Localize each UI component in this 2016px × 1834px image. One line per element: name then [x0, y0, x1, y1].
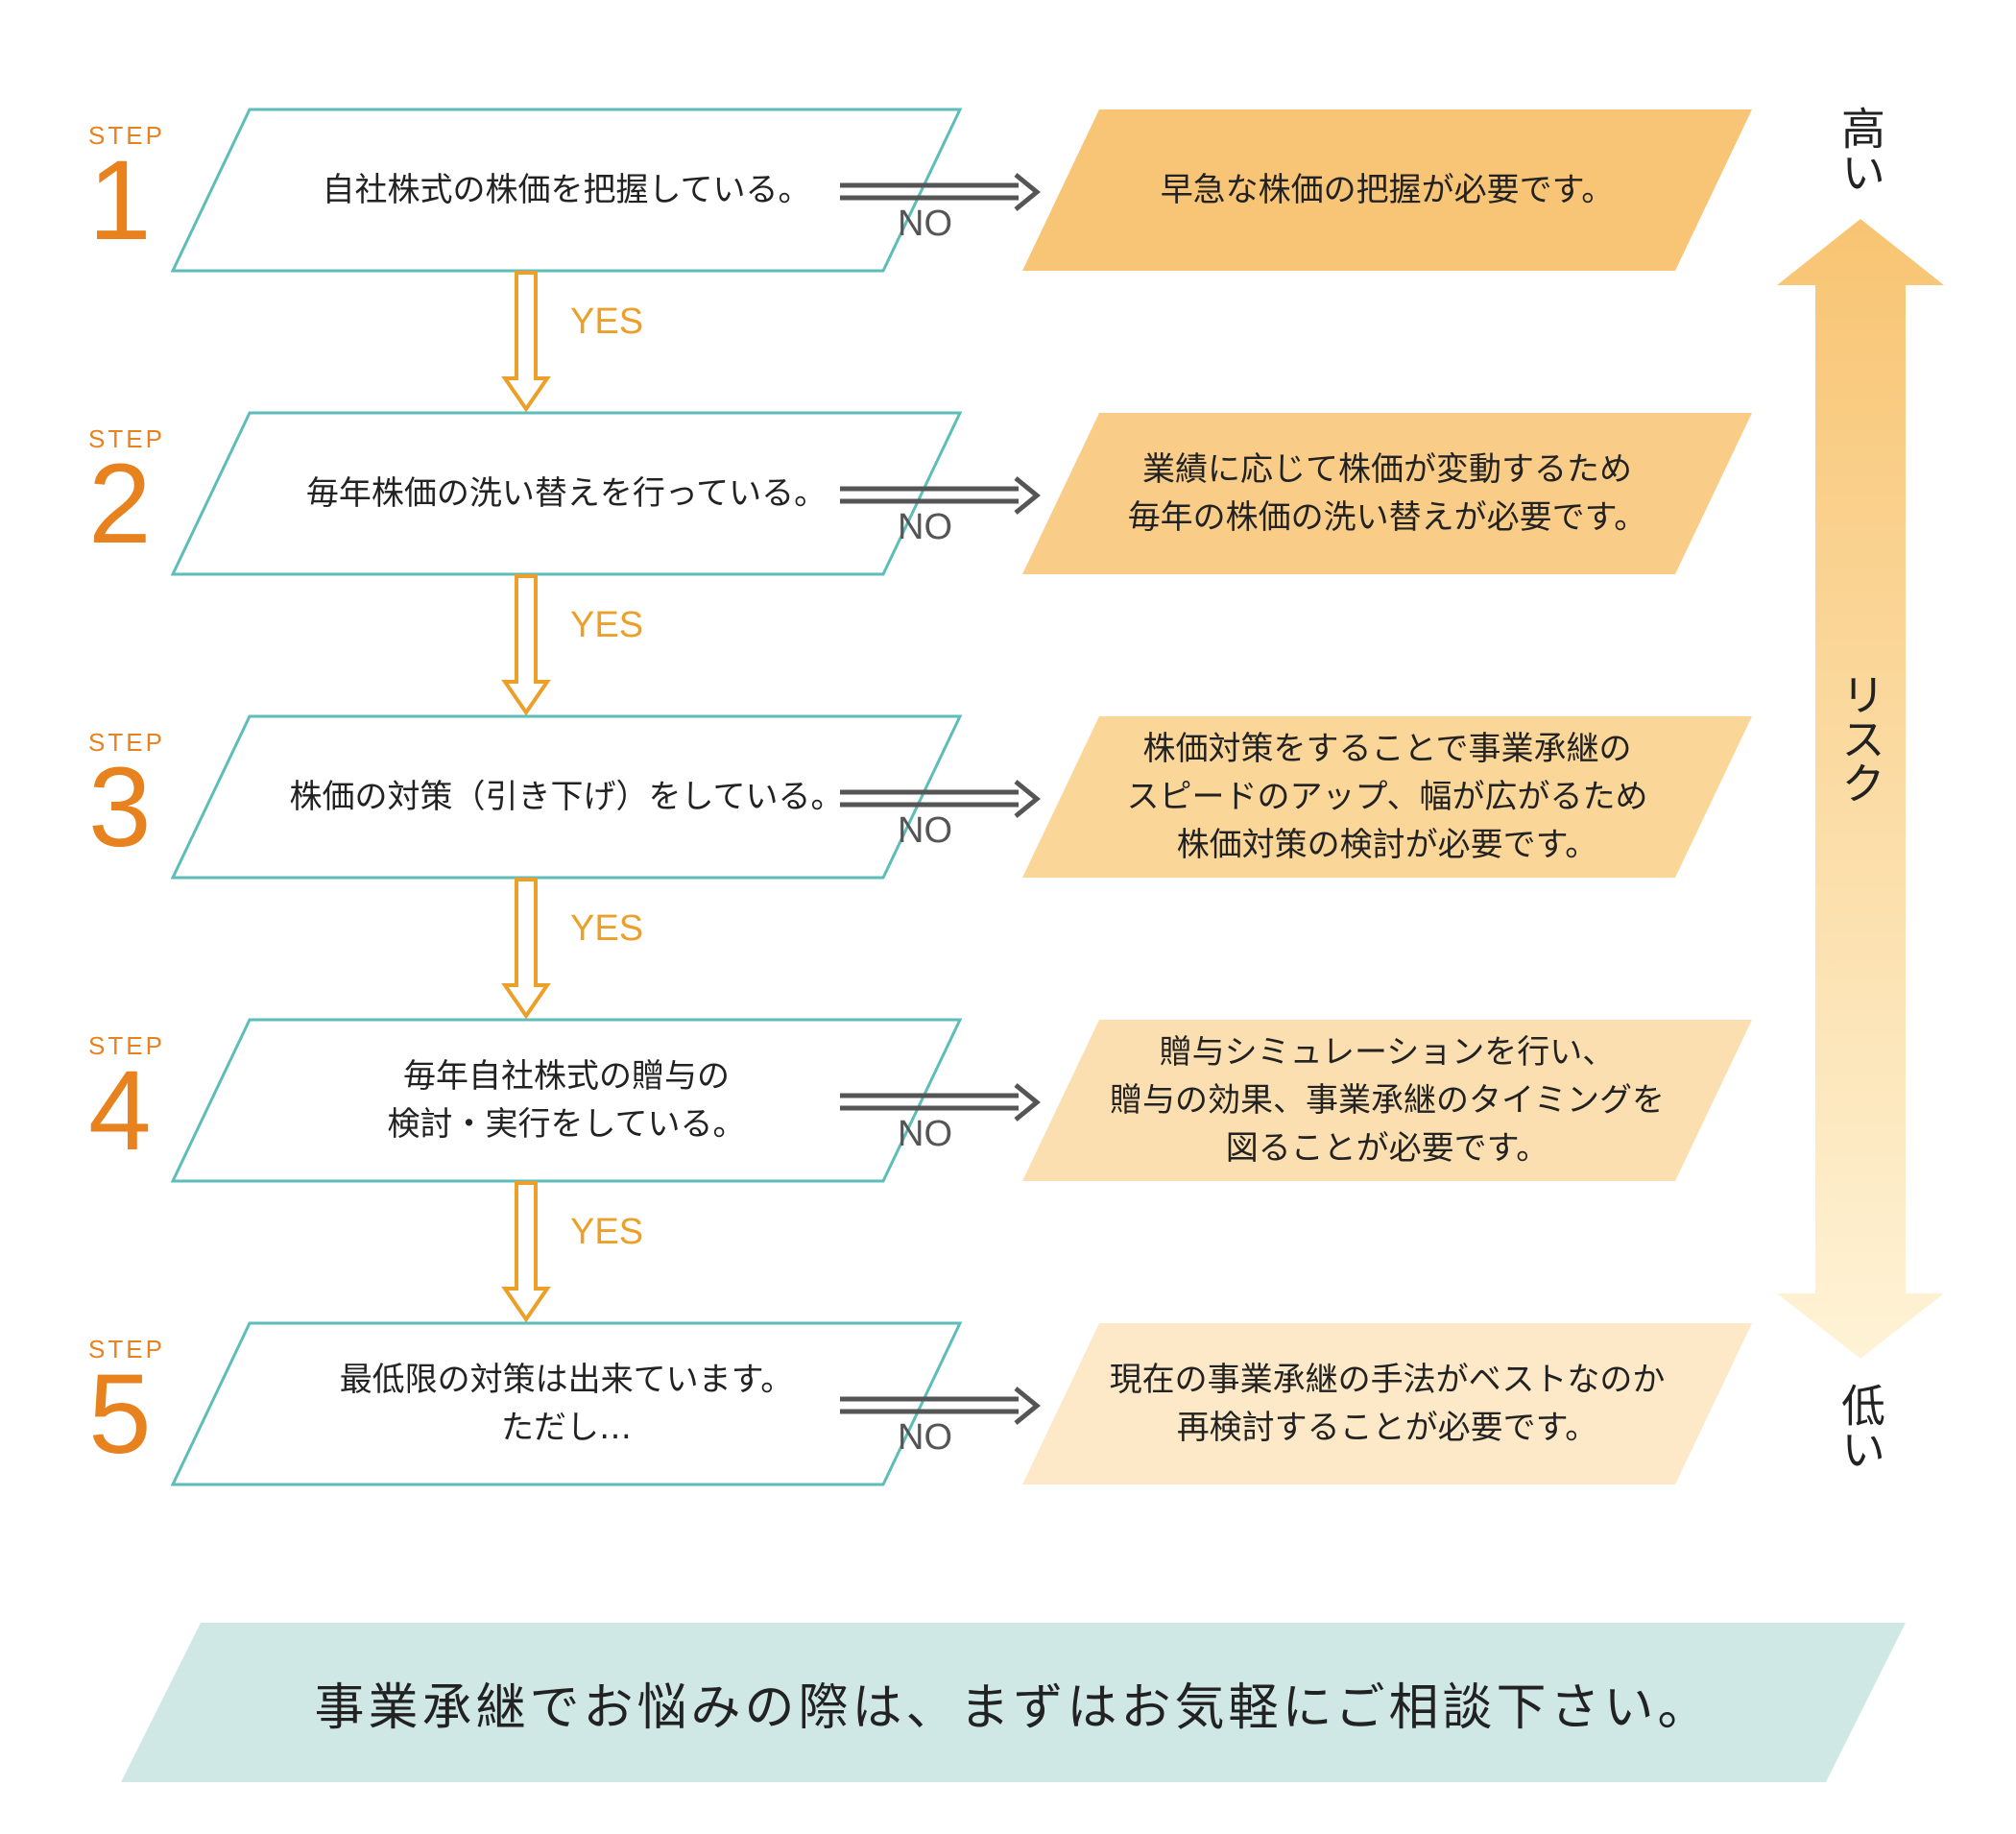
no-label: NO: [898, 810, 952, 851]
no-arrow-head: [1014, 780, 1041, 818]
no-arrow-shaft: [840, 486, 1019, 504]
yes-label: YES: [570, 908, 644, 949]
question-line: 自社株式の株価を把握している。: [322, 171, 811, 209]
question-line: 検討・実行をしている。: [387, 1105, 746, 1144]
question-line: ただし…: [501, 1409, 632, 1447]
risk-label: リスク: [1835, 672, 1886, 805]
question-line: 最低限の対策は出来ています。: [339, 1361, 794, 1399]
yes-arrow: [501, 271, 551, 413]
step-label: STEP: [88, 424, 165, 453]
step-number: 1: [88, 137, 152, 264]
question-box: [170, 1321, 963, 1486]
step-label: STEP: [88, 728, 165, 757]
yes-label: YES: [570, 302, 644, 342]
no-arrow-shaft: [840, 1093, 1019, 1111]
result-line: 株価対策をすることで事業承継の: [1142, 730, 1632, 768]
result-box: [1022, 413, 1752, 574]
question-box: [170, 108, 963, 273]
no-arrow-shaft: [840, 1396, 1019, 1414]
step-label: STEP: [88, 121, 165, 150]
result-line: 図ることが必要です。: [1225, 1129, 1549, 1168]
result-line: 贈与の効果、事業承継のタイミングを: [1110, 1081, 1665, 1120]
result-text: 贈与シミュレーションを行い、贈与の効果、事業承継のタイミングを図ることが必要です…: [1061, 1020, 1714, 1181]
result-line: 再検討することが必要です。: [1176, 1409, 1598, 1447]
result-line: スピードのアップ、幅が広がるため: [1126, 778, 1648, 816]
step-number: 4: [88, 1048, 152, 1174]
question-text: 自社株式の株価を把握している。: [211, 109, 922, 271]
no-arrow-head: [1014, 173, 1041, 211]
yes-label: YES: [570, 1212, 644, 1252]
question-line: 株価の対策（引き下げ）をしている。: [289, 778, 844, 816]
question-text: 毎年株価の洗い替えを行っている。: [211, 413, 922, 574]
result-line: 毎年の株価の洗い替えが必要です。: [1127, 498, 1647, 537]
no-arrow-head: [1014, 1083, 1041, 1122]
yes-label: YES: [570, 605, 644, 645]
question-text: 株価の対策（引き下げ）をしている。: [211, 716, 922, 878]
no-arrow-head: [1014, 476, 1041, 515]
result-box: [1022, 1020, 1752, 1181]
no-label: NO: [898, 1417, 952, 1458]
result-text: 業績に応じて株価が変動するため毎年の株価の洗い替えが必要です。: [1061, 413, 1714, 574]
result-line: 株価対策の検討が必要です。: [1176, 826, 1598, 864]
result-line: 早急な株価の把握が必要です。: [1160, 171, 1615, 209]
step-label: STEP: [88, 1335, 165, 1363]
question-text: 最低限の対策は出来ています。ただし…: [211, 1323, 922, 1484]
step-number: 3: [88, 744, 152, 871]
risk-high-label: 高い: [1835, 106, 1886, 194]
question-box: [170, 411, 963, 576]
risk-double-arrow: [1777, 219, 1944, 1359]
no-label: NO: [898, 507, 952, 547]
step-number: 2: [88, 441, 152, 567]
question-text: 毎年自社株式の贈与の検討・実行をしている。: [211, 1020, 922, 1181]
step-label: STEP: [88, 1031, 165, 1060]
step-number: 5: [88, 1351, 152, 1478]
footer-message: 事業承継でお悩みの際は、まずはお気軽にご相談下さい。: [314, 1678, 1712, 1737]
result-line: 現在の事業承継の手法がベストなのか: [1109, 1361, 1666, 1399]
footer-band: [121, 1623, 1906, 1782]
no-arrow-shaft: [840, 182, 1019, 201]
no-arrow-shaft: [840, 789, 1019, 808]
result-text: 現在の事業承継の手法がベストなのか再検討することが必要です。: [1061, 1323, 1714, 1484]
no-label: NO: [898, 1114, 952, 1154]
risk-low-label: 低い: [1835, 1383, 1886, 1471]
result-box: [1022, 1323, 1752, 1484]
yes-arrow: [501, 878, 551, 1020]
question-line: 毎年自社株式の贈与の: [403, 1057, 730, 1096]
question-line: 毎年株価の洗い替えを行っている。: [305, 474, 828, 513]
result-line: 贈与シミュレーションを行い、: [1159, 1033, 1616, 1072]
result-box: [1022, 109, 1752, 271]
no-arrow-head: [1014, 1387, 1041, 1425]
result-text: 早急な株価の把握が必要です。: [1061, 109, 1714, 271]
yes-arrow: [501, 1181, 551, 1323]
yes-arrow: [501, 574, 551, 716]
no-label: NO: [898, 204, 952, 244]
question-box: [170, 714, 963, 880]
question-box: [170, 1018, 963, 1183]
result-box: [1022, 716, 1752, 878]
result-text: 株価対策をすることで事業承継のスピードのアップ、幅が広がるため株価対策の検討が必…: [1061, 716, 1714, 878]
result-line: 業績に応じて株価が変動するため: [1142, 450, 1632, 489]
